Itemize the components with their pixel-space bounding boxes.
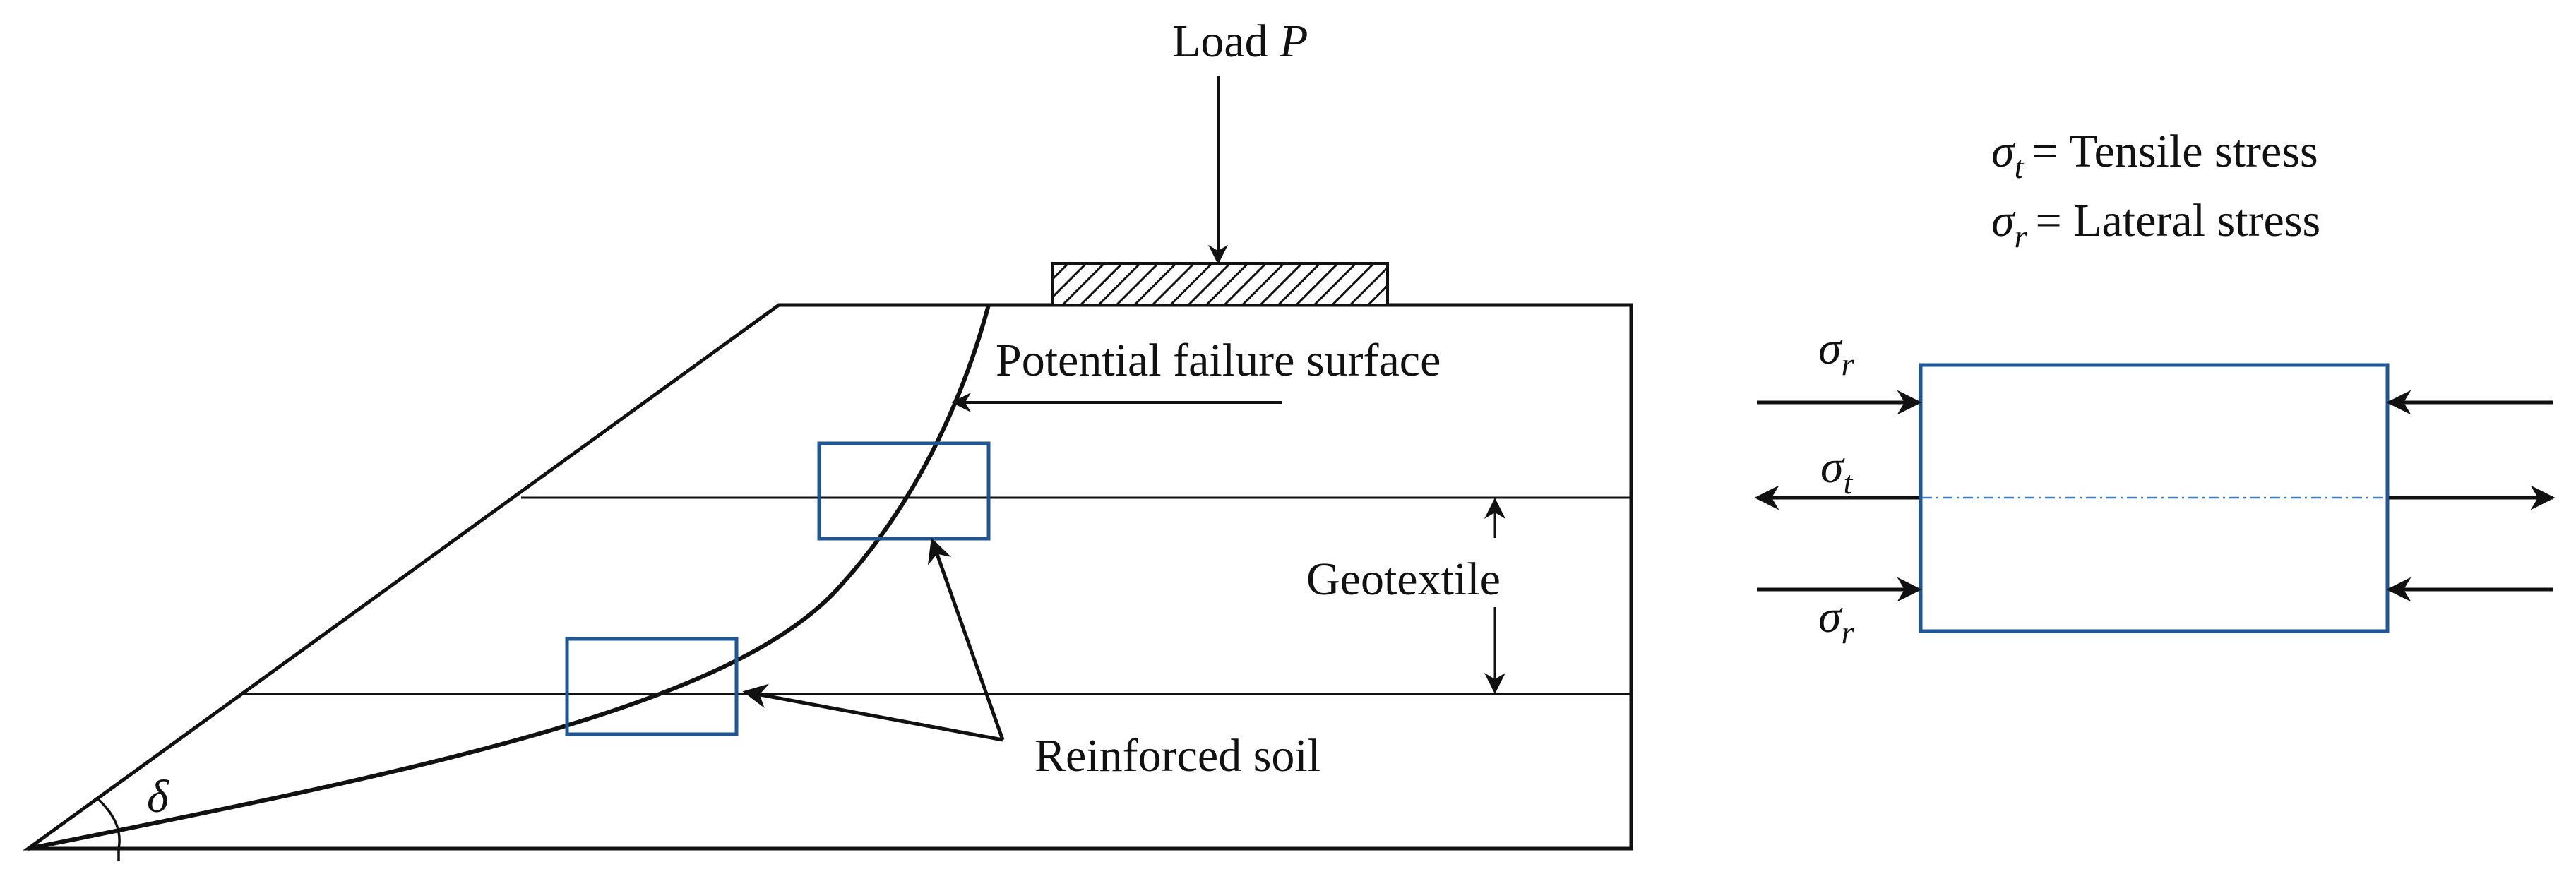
sigma-t-label: σt: [1820, 441, 1854, 501]
reinforced-soil-pointer-upper: [927, 537, 1005, 741]
reinforced-soil-pointer-lower: [742, 683, 1003, 742]
legend-lateral: σr= Lateral stress: [1991, 195, 2320, 254]
angle-arc: [96, 797, 121, 849]
failure-surface-curve: [28, 304, 991, 851]
stress-element-box: [1919, 363, 2390, 633]
reinforced-soil-box-upper: [817, 441, 991, 541]
geotextile-label: Geotextile: [1306, 553, 1501, 605]
sigma-r-label-top: σr: [1818, 323, 1855, 382]
stress-element-group: σt= Tensile stress σr= Lateral stress σr…: [1754, 126, 2556, 650]
slope-group: Load P Potential failure surface Reinfor…: [23, 16, 1633, 861]
reinforced-soil-box-lower: [565, 637, 739, 736]
sigma-r-label-bottom: σr: [1818, 591, 1855, 650]
failure-surface-label: Potential failure surface: [996, 335, 1441, 386]
footing: [1051, 262, 1389, 306]
load-label: Load P: [1172, 16, 1308, 67]
slope-outline: [23, 303, 1633, 851]
angle-label: δ: [147, 771, 169, 822]
reinforced-soil-label: Reinforced soil: [1034, 730, 1320, 782]
legend-tensile: σt= Tensile stress: [1991, 126, 2318, 185]
